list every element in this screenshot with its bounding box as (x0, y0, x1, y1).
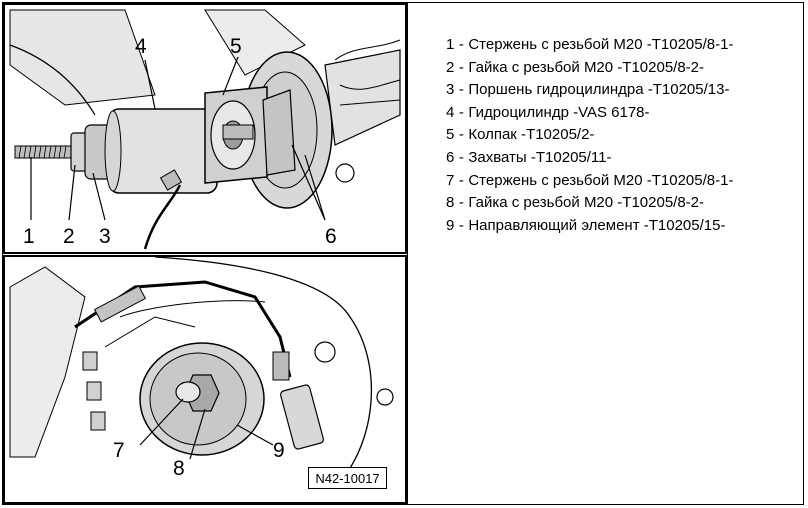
parts-legend: 1-Стержень с резьбой М20 -T10205/8-1- 2-… (446, 34, 733, 237)
callout-2: 2 (63, 225, 75, 248)
callout-1: 1 (23, 225, 35, 248)
bottom-illustration: 7 8 9 N42-10017 (3, 255, 407, 504)
column-divider (407, 2, 408, 505)
hydraulic-press-drawing: 1 2 3 4 5 6 (9, 9, 401, 250)
callout-3: 3 (99, 225, 111, 248)
callout-7: 7 (113, 439, 125, 462)
legend-item: 6-Захваты -T10205/11- (446, 148, 612, 166)
callout-4: 4 (135, 35, 147, 58)
legend-item: 8-Гайка с резьбой М20 -T10205/8-2- (446, 194, 705, 212)
legend-item: 4-Гидроцилиндр -VAS 6178- (446, 103, 650, 121)
legend-item: 9-Направляющий элемент -T10205/15- (446, 216, 726, 234)
legend-item: 2-Гайка с резьбой М20 -T10205/8-2- (446, 58, 705, 76)
legend-item: 1-Стержень с резьбой М20 -T10205/8-1- (446, 36, 734, 53)
callout-6: 6 (325, 225, 337, 248)
figure-reference-code: N42-10017 (308, 467, 387, 489)
legend-item: 7-Стержень с резьбой М20 -T10205/8-1- (446, 171, 734, 189)
top-illustration: 1 2 3 4 5 6 (3, 3, 407, 254)
callout-9: 9 (273, 439, 285, 462)
callout-8: 8 (173, 457, 185, 480)
legend-item: 3-Поршень гидроцилиндра -T10205/13- (446, 81, 730, 99)
callout-5: 5 (230, 35, 242, 58)
guide-element-drawing: 7 8 9 (9, 257, 394, 488)
legend-item: 5-Колпак -T10205/2- (446, 126, 595, 144)
